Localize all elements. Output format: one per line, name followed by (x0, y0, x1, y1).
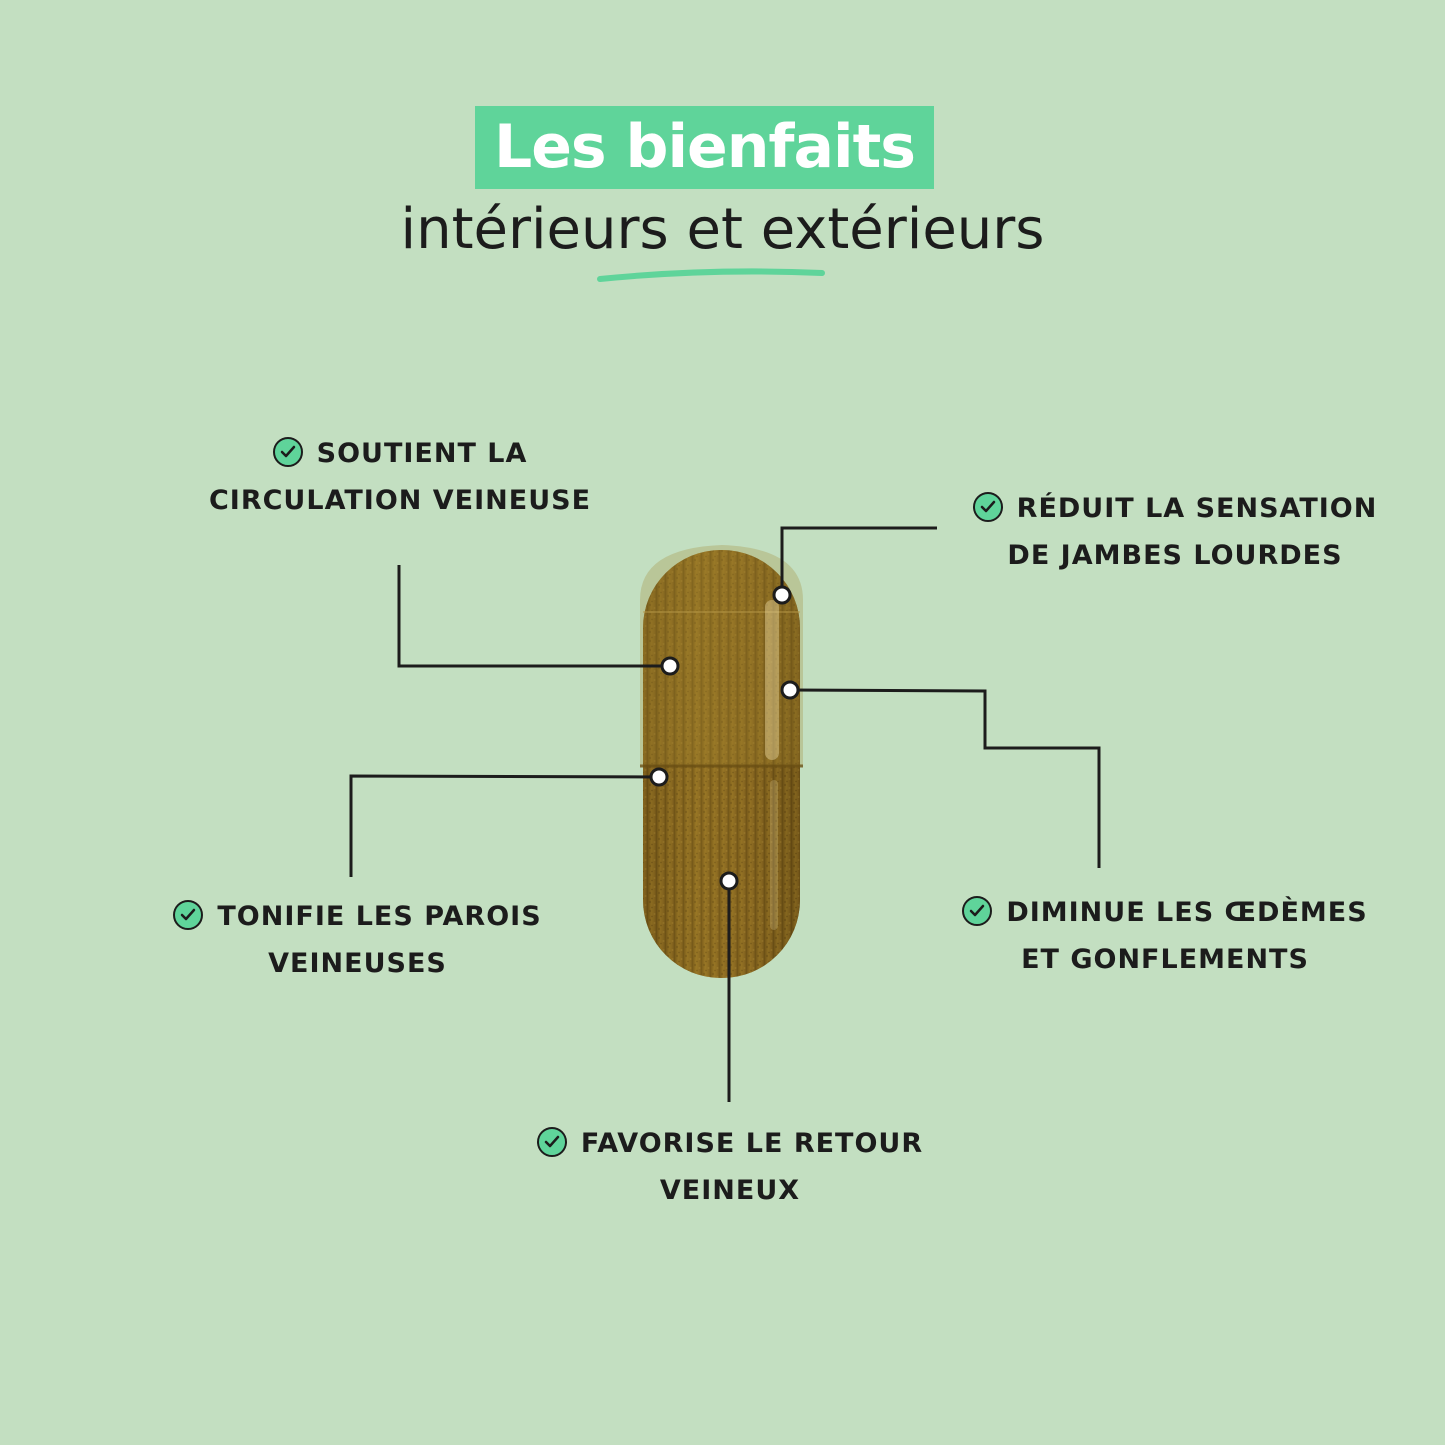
connector-dot (719, 871, 739, 891)
connector-dot (649, 767, 669, 787)
check-circle-icon (173, 900, 204, 930)
benefit-retour: FAVORISE LE RETOUR VEINEUX (505, 1120, 955, 1214)
page-subtitle: intérieurs et extérieurs (400, 197, 1045, 262)
benefit-line-2: DE JAMBES LOURDES (1007, 540, 1343, 571)
check-circle-icon (536, 1127, 567, 1157)
subtitle-underline (597, 268, 825, 282)
connector-dot (772, 585, 792, 605)
benefit-parois: TONIFIE LES PAROIS VEINEUSES (135, 893, 580, 987)
capsule-image (640, 545, 803, 978)
benefit-line-2: ET GONFLEMENTS (1021, 944, 1309, 975)
benefit-jambes: RÉDUIT LA SENSATION DE JAMBES LOURDES (950, 485, 1400, 579)
benefit-line-2: CIRCULATION VEINEUSE (208, 485, 592, 516)
leader-line-parois (349, 774, 660, 877)
check-circle-icon (272, 437, 303, 467)
check-circle-icon (972, 492, 1003, 522)
benefit-line-1: DIMINUE LES ŒDÈMES (935, 889, 1395, 936)
leader-line-oedemes (789, 688, 1101, 868)
page-title: Les bienfaits (493, 112, 916, 182)
benefit-oedemes: DIMINUE LES ŒDÈMES ET GONFLEMENTS (935, 889, 1395, 983)
leader-line-jambes (780, 526, 937, 595)
benefit-circulation: SOUTIENT LA CIRCULATION VEINEUSE (190, 430, 610, 524)
check-circle-icon (962, 896, 993, 926)
connector-dot (780, 680, 800, 700)
benefit-line-1: SOUTIENT LA (190, 430, 610, 477)
connector-dot (660, 656, 680, 676)
benefit-line-1: FAVORISE LE RETOUR (505, 1120, 955, 1167)
leader-line-circulation (397, 565, 670, 668)
benefit-line-2: VEINEUX (659, 1175, 801, 1206)
benefit-line-1: TONIFIE LES PAROIS (135, 893, 580, 940)
title-highlight (475, 106, 934, 189)
benefit-line-2: VEINEUSES (268, 948, 447, 979)
benefit-line-1: RÉDUIT LA SENSATION (950, 485, 1400, 532)
